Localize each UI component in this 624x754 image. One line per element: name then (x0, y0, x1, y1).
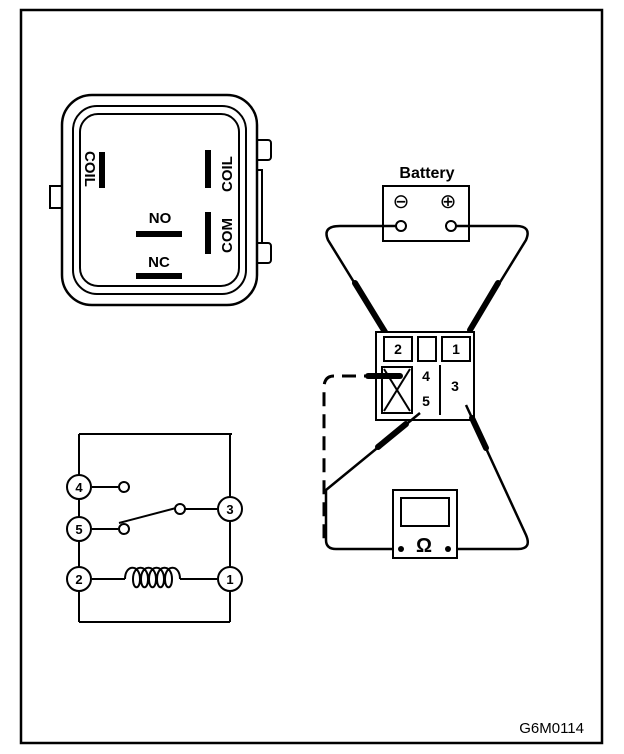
schematic-terminal-5 (66, 516, 92, 542)
ohmmeter-dashed-lead (322, 374, 400, 540)
battery-negative-symbol: ⊖ (393, 191, 410, 213)
relay-x-line-b (383, 368, 411, 412)
battery-body (382, 185, 470, 242)
ohmmeter-symbol: Ω (416, 535, 432, 557)
ohmmeter-right-jack (445, 546, 451, 552)
coil-symbol (124, 566, 181, 589)
ohmmeter-left-lead (324, 412, 421, 551)
connector-face (79, 113, 240, 287)
coil-left-pin (99, 152, 105, 188)
left-lead-probe (375, 421, 409, 450)
right-lead-probe (469, 415, 489, 451)
no-label: NO (149, 210, 172, 227)
positive-probe (467, 280, 501, 333)
relay-terminal-3-label: 3 (451, 378, 459, 394)
switch-arm (118, 507, 177, 524)
schematic-terminal-2 (66, 566, 92, 592)
nc-label: NC (148, 254, 170, 271)
test-setup: Battery ⊖ ⊕ 2 1 4 3 5 (322, 165, 529, 559)
com-label: COM (219, 218, 236, 253)
no-contact (118, 481, 130, 493)
relay-terminal-4-label: 4 (422, 368, 430, 384)
schematic-terminals: 4 5 3 2 1 (66, 474, 243, 592)
ohmmeter-display (400, 497, 450, 527)
relay-terminal-1-box (441, 336, 471, 362)
relay-schematic (78, 433, 232, 623)
coil-right-pin (205, 150, 211, 188)
schematic-terminal-3 (217, 496, 243, 522)
relay-center-slot (417, 336, 437, 362)
nc-contact (174, 503, 186, 515)
relay-terminal-2-box (383, 336, 413, 362)
battery-negative-lead (325, 224, 396, 345)
coil-right-label: COIL (219, 156, 236, 192)
schematic-terminal-3-label: 3 (226, 502, 233, 517)
battery-label: Battery (399, 165, 454, 182)
ohmmeter-left-jack (398, 546, 404, 552)
figure-frame (19, 8, 604, 745)
relay-connector: COIL COIL COM NO NC (49, 93, 272, 307)
battery-negative-terminal (395, 220, 407, 232)
com-pin (205, 212, 211, 254)
negative-probe (352, 280, 388, 335)
schematic-terminal-1 (217, 566, 243, 592)
switch-pivot (118, 523, 130, 535)
schematic-terminal-5-label: 5 (75, 522, 82, 537)
schematic-terminal-1-label: 1 (226, 572, 233, 587)
nc-pin (136, 273, 182, 279)
schematic-terminal-4-label: 4 (75, 480, 83, 495)
relay-terminal-1-label: 1 (452, 341, 460, 357)
schematic-terminal-4 (66, 474, 92, 500)
ohmmeter-right-lead (448, 404, 529, 551)
schematic-terminal-2-label: 2 (75, 572, 82, 587)
battery-positive-terminal (445, 220, 457, 232)
figure-code: G6M0114 (519, 720, 584, 737)
battery-positive-lead (456, 224, 529, 345)
coil-left-label: COIL (81, 151, 98, 187)
relay-terminal-2-label: 2 (394, 341, 402, 357)
no-pin (136, 231, 182, 237)
connector-body-inner (72, 105, 247, 295)
battery-positive-symbol: ⊕ (440, 191, 457, 213)
relay-terminal-5-label: 5 (422, 393, 430, 409)
